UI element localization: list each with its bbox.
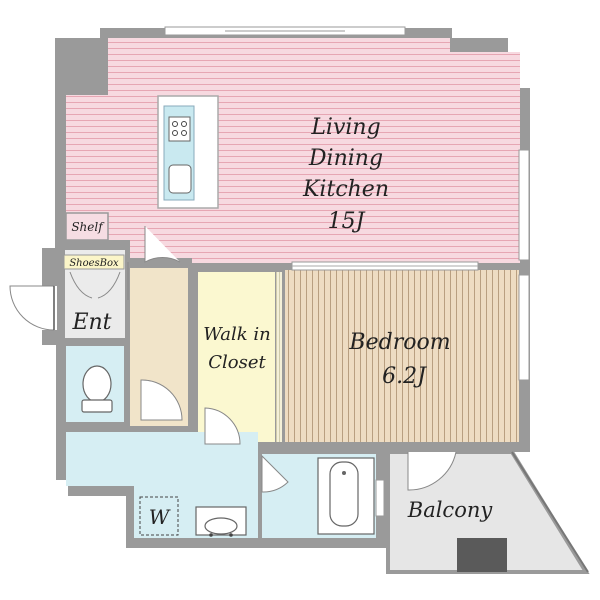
room-bathroom bbox=[262, 454, 385, 538]
entrance-door[interactable] bbox=[9, 285, 57, 331]
bedroom-window bbox=[518, 274, 530, 381]
closet-label-line1: Walk in bbox=[203, 324, 270, 345]
stove-icon bbox=[168, 116, 191, 142]
closet-door[interactable] bbox=[204, 407, 241, 445]
balcony: Balcony bbox=[386, 450, 590, 574]
closet-label-line2: Closet bbox=[208, 352, 266, 373]
balcony-door[interactable] bbox=[407, 451, 457, 491]
shoes-box bbox=[63, 254, 125, 270]
bedroom-label: Bedroom bbox=[348, 330, 450, 355]
washbasin-icon bbox=[195, 506, 247, 537]
room-bedroom: Bedroom 6.2J bbox=[285, 270, 530, 442]
ldk-label-line1: Living bbox=[310, 115, 380, 140]
entrance-label: Ent bbox=[71, 310, 111, 335]
toilet-door[interactable] bbox=[140, 379, 183, 421]
bathtub-icon bbox=[317, 457, 375, 535]
shoes-box-label: ShoesBox bbox=[69, 258, 119, 269]
balcony-label: Balcony bbox=[407, 498, 494, 522]
bathroom-window bbox=[375, 479, 385, 517]
ldk-size: 15J bbox=[328, 209, 366, 234]
ldk-windows bbox=[164, 26, 530, 261]
room-toilet bbox=[66, 346, 124, 422]
shelf-label: Shelf bbox=[71, 220, 105, 234]
toilet-icon bbox=[81, 365, 113, 413]
bathroom-door[interactable] bbox=[261, 454, 289, 493]
room-entrance: ShoesBox Ent bbox=[63, 250, 125, 338]
balcony-drain bbox=[457, 538, 507, 572]
ldk-label-line3: Kitchen bbox=[302, 177, 389, 202]
shoes-box-doors bbox=[69, 271, 121, 299]
bedroom-size: 6.2J bbox=[382, 364, 427, 389]
sink-icon bbox=[168, 164, 192, 194]
bedroom-sliding-door[interactable] bbox=[291, 261, 479, 271]
shelf: Shelf bbox=[65, 212, 109, 241]
room-ldk: Living Dining Kitchen 15J bbox=[66, 38, 520, 263]
washer-space bbox=[139, 496, 179, 536]
hall-door[interactable] bbox=[144, 226, 181, 263]
room-washroom: W bbox=[66, 432, 258, 538]
washer-label: W bbox=[149, 505, 171, 529]
ldk-label-line2: Dining bbox=[308, 146, 383, 171]
